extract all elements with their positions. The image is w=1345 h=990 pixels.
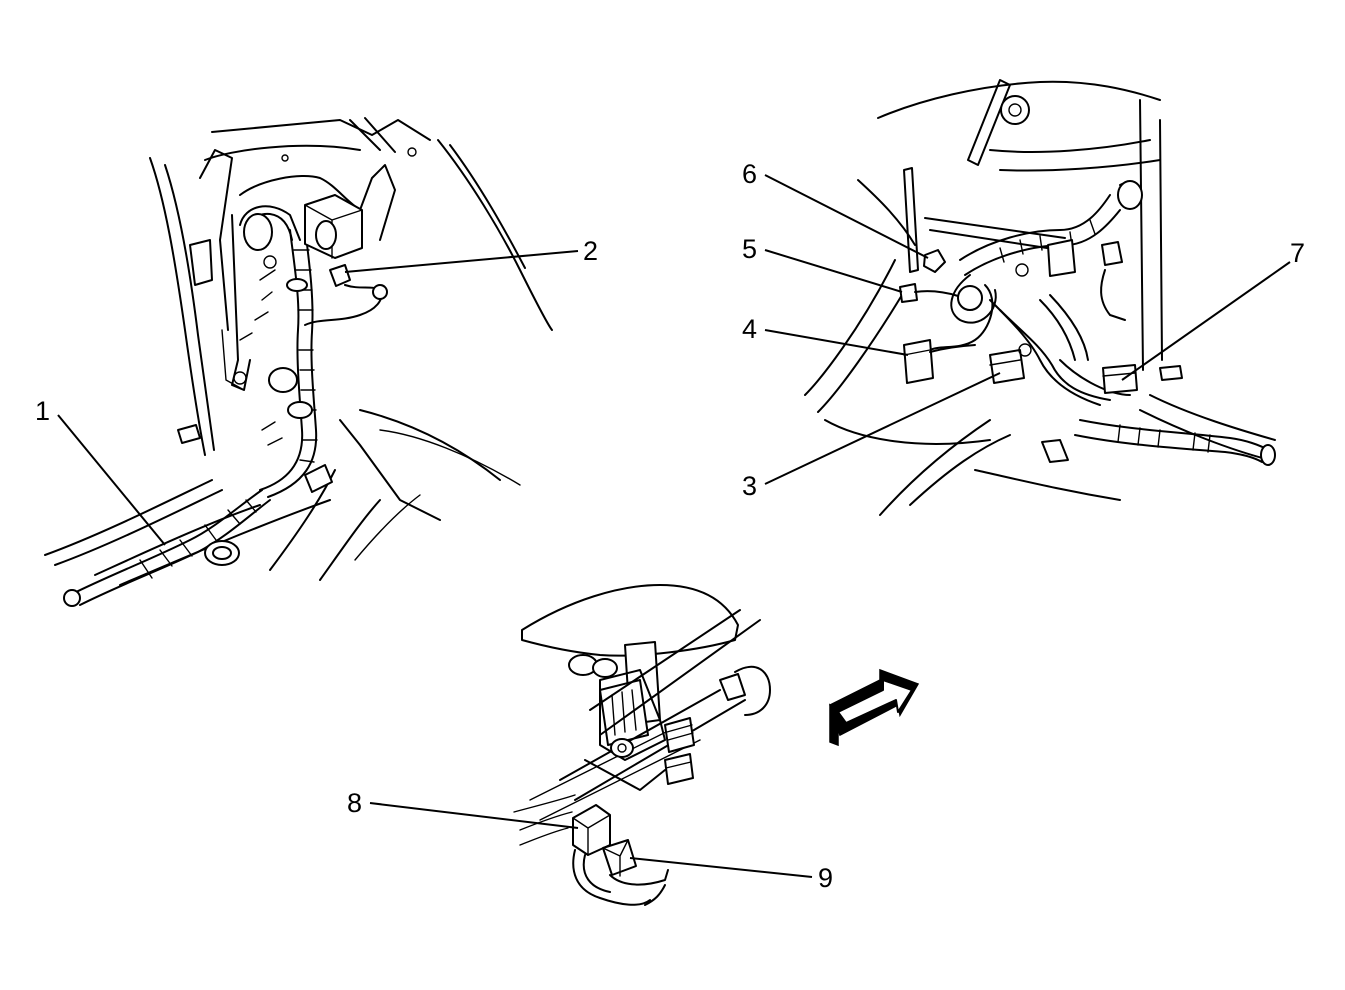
bottom-console-view [513,584,771,906]
callout-3: 3 [742,372,1001,501]
callout-leader-3 [764,372,1001,485]
callout-leader-7 [1121,261,1291,381]
callout-9: 9 [629,857,833,893]
callout-leader-5 [764,249,903,293]
callout-label-7: 7 [1290,238,1305,268]
callout-label-2: 2 [583,236,598,266]
callout-leader-1 [57,414,166,546]
callout-5: 5 [742,234,903,293]
callout-label-8: 8 [347,788,362,818]
callout-leader-2 [344,250,579,273]
callout-label-9: 9 [818,863,833,893]
callout-label-4: 4 [742,314,757,344]
callout-leader-4 [764,329,909,356]
callout-leader-8 [369,802,579,829]
callout-label-5: 5 [742,234,757,264]
direction-arrow-icon [829,668,920,747]
right-floor-view [804,79,1276,516]
left-pillar-view [44,117,553,607]
callout-label-1: 1 [35,396,50,426]
callout-8: 8 [347,788,579,829]
callout-leader-6 [764,174,929,259]
callout-2: 2 [344,236,598,273]
callout-6: 6 [742,159,929,259]
callout-1: 1 [35,396,166,546]
callout-leader-9 [629,857,813,878]
callout-4: 4 [742,314,909,356]
callout-label-3: 3 [742,471,757,501]
callout-label-6: 6 [742,159,757,189]
callout-7: 7 [1121,238,1305,381]
